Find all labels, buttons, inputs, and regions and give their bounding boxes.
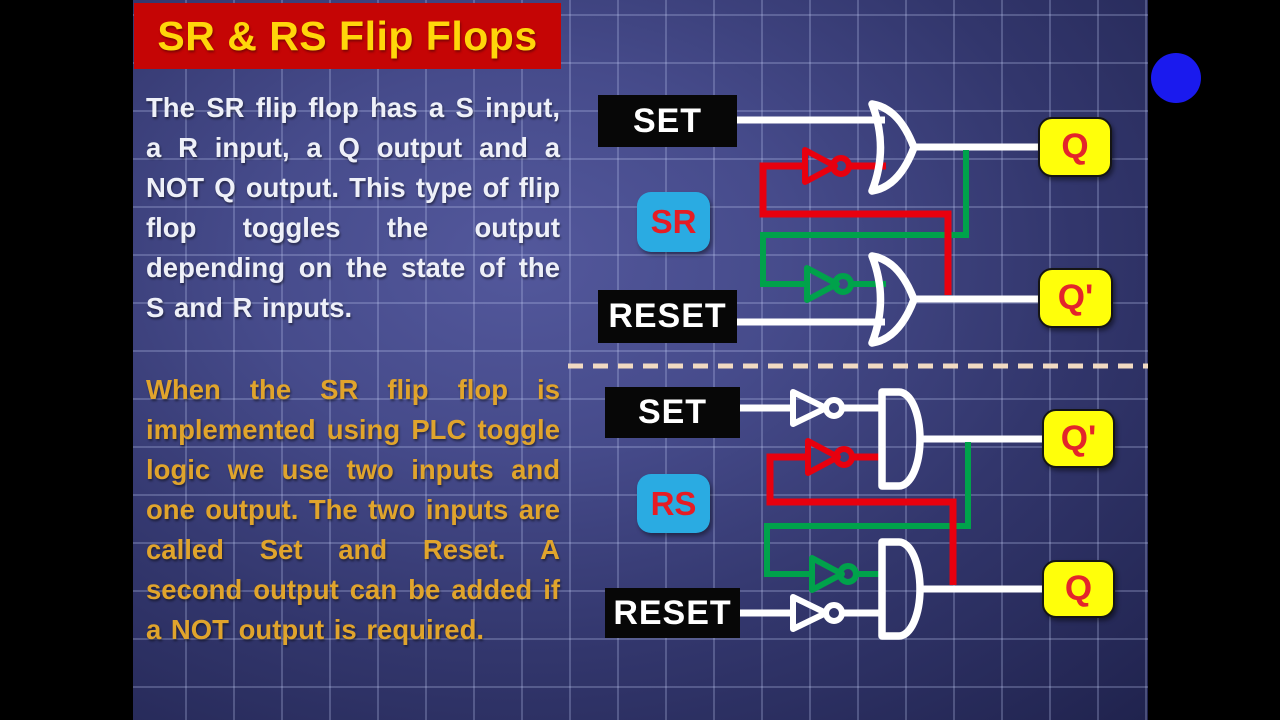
not-gate-bubble xyxy=(833,446,855,468)
rs-red-feedback-wire xyxy=(766,453,957,585)
rs-reset-not-gate xyxy=(790,594,845,632)
rs-qnot-output-box: Q' xyxy=(1042,409,1115,468)
sr-diagram-wires xyxy=(737,116,1038,326)
rs-red-not-gate xyxy=(805,438,855,476)
not-gate-triangle xyxy=(809,555,845,593)
rs-reset-label-box: RESET xyxy=(605,588,740,638)
rs-green-not-gate xyxy=(809,555,859,593)
intro-paragraph: The SR flip flop has a S input, a R inpu… xyxy=(146,92,560,323)
sr-set-label-box: SET xyxy=(598,95,737,147)
or-gate-shape xyxy=(868,252,918,347)
sr-q-output-box: Q xyxy=(1038,117,1112,177)
not-gate-bubble xyxy=(830,155,852,177)
rs-diagram-wires xyxy=(740,404,1042,617)
sr-green-not-gate xyxy=(804,265,854,303)
sr-green-feedback-wire xyxy=(760,150,969,287)
rs-and-gate-top xyxy=(878,388,924,490)
rs-set-not-gate xyxy=(790,389,845,427)
not-gate-triangle xyxy=(790,389,829,427)
not-gate-triangle xyxy=(802,147,838,185)
not-gate-triangle xyxy=(804,265,840,303)
not-gate-bubble xyxy=(823,397,845,419)
rs-q-output-box: Q xyxy=(1042,560,1115,618)
not-gate-bubble xyxy=(832,273,854,295)
not-gate-bubble xyxy=(837,563,859,585)
rs-set-label-box: SET xyxy=(605,387,740,438)
sr-badge: SR xyxy=(637,192,710,252)
sr-red-feedback-wire xyxy=(759,162,952,295)
cursor-dot xyxy=(1151,53,1201,103)
not-gate-triangle xyxy=(805,438,841,476)
sr-or-gate-top xyxy=(868,100,918,195)
rs-green-feedback-wire xyxy=(764,442,971,577)
and-gate-shape xyxy=(878,388,924,490)
not-gate-triangle xyxy=(790,594,829,632)
rs-badge: RS xyxy=(637,474,710,533)
slide: SR & RS Flip Flops The SR flip flop has … xyxy=(133,0,1148,720)
sr-red-not-gate xyxy=(802,147,852,185)
or-gate-shape xyxy=(868,100,918,195)
page-title: SR & RS Flip Flops xyxy=(157,12,538,59)
title-banner: SR & RS Flip Flops xyxy=(134,3,561,69)
and-gate-shape xyxy=(878,538,924,640)
plc-paragraph: When the SR flip flop is implemented usi… xyxy=(146,374,560,645)
sr-reset-label-box: RESET xyxy=(598,290,737,343)
rs-and-gate-bottom xyxy=(878,538,924,640)
not-gate-bubble xyxy=(823,602,845,624)
sr-qnot-output-box: Q' xyxy=(1038,268,1113,328)
sr-or-gate-bottom xyxy=(868,252,918,347)
